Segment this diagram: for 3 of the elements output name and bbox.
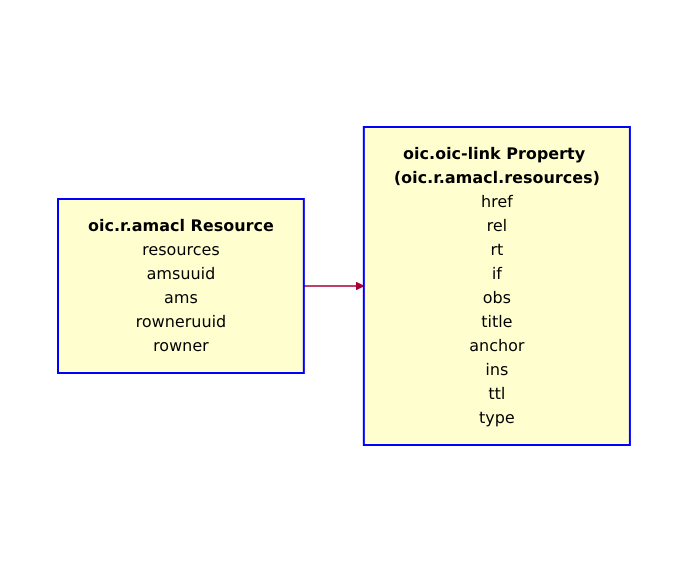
node-box: oic.oic-link Property (oic.r.amacl.resources) href rel rt if obs title anchor ins ttl type [362, 126, 630, 446]
node-box: oic.r.amacl Resource resources amsuuid ams rowneruuid rowner [56, 198, 304, 374]
arrow [303, 281, 364, 290]
